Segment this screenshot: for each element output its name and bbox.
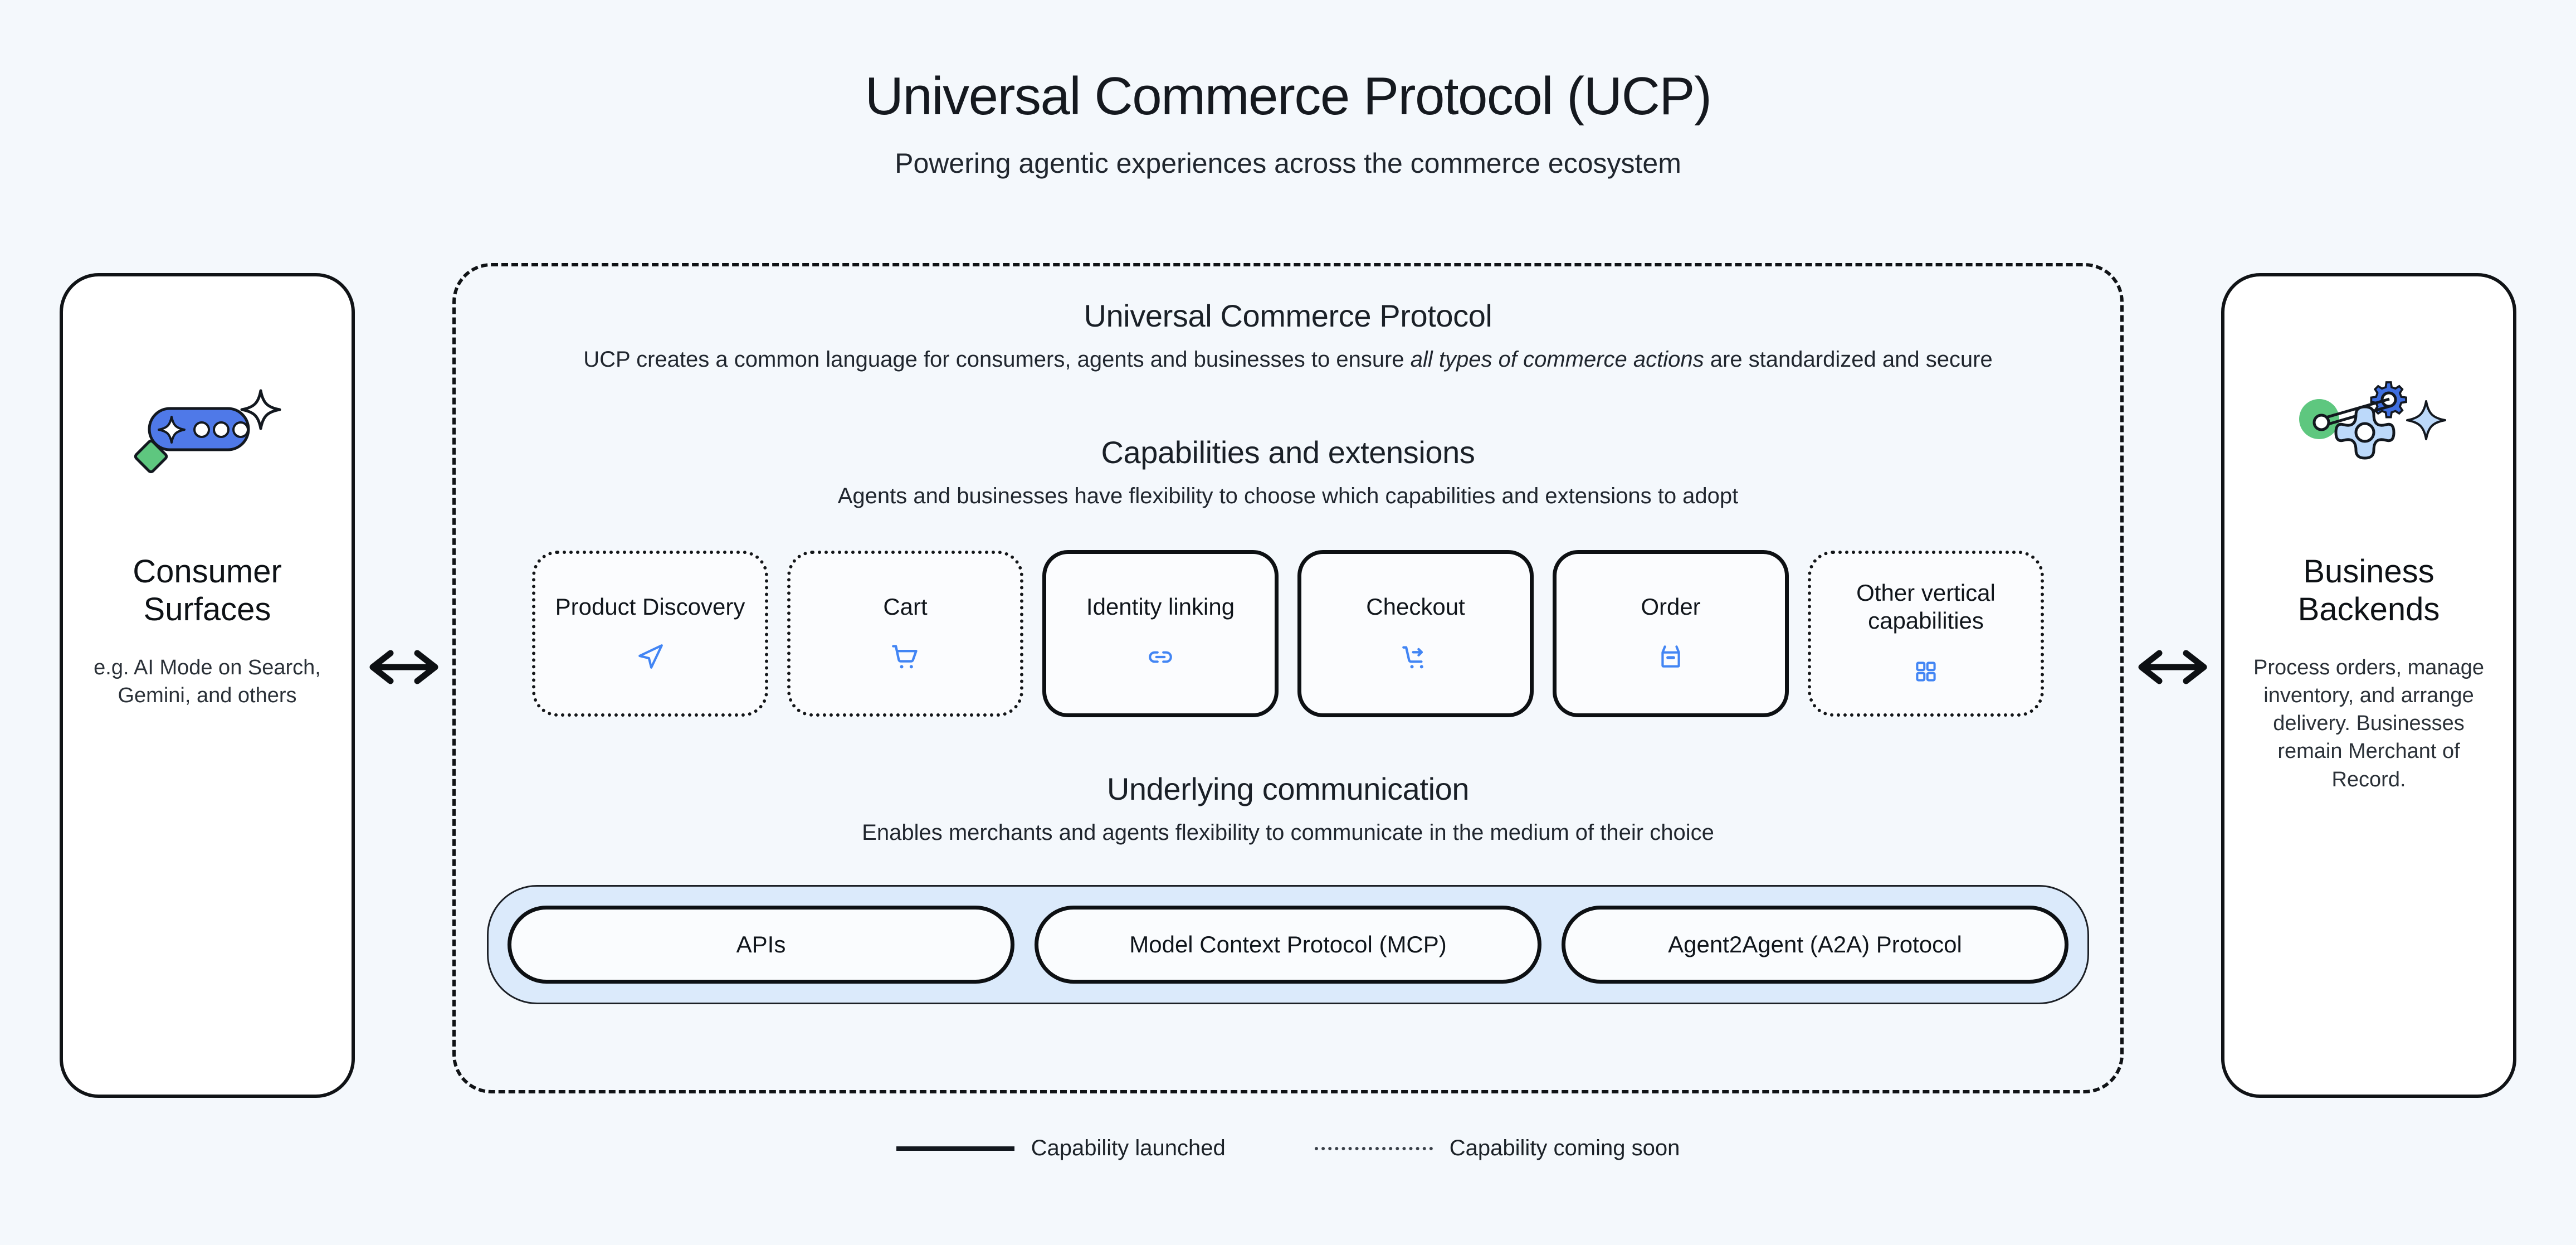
capability-label: Identity linking [1086, 593, 1235, 620]
grid-apps-icon [1914, 654, 1938, 689]
legend-label: Capability coming soon [1449, 1136, 1680, 1160]
ai-chat-sparkle-icon [124, 310, 291, 549]
consumer-surfaces-panel: Consumer Surfaces e.g. AI Mode on Search… [60, 273, 355, 1098]
capability-card-other-vertical[interactable]: Other vertical capabilities [1808, 551, 2044, 717]
protocol-description-part2: are standardized and secure [1704, 347, 1993, 372]
protocol-description-part1: UCP creates a common language for consum… [583, 347, 1411, 372]
page-header: Universal Commerce Protocol (UCP) Poweri… [0, 0, 2576, 179]
communication-pill-mcp[interactable]: Model Context Protocol (MCP) [1035, 905, 1541, 984]
capability-label: Other vertical capabilities [1856, 579, 1996, 634]
legend-item-launched: Capability launched [896, 1136, 1226, 1161]
right-arrow-connector [2124, 263, 2221, 687]
communication-title: Underlying communication [1106, 771, 1470, 807]
capability-card-identity-linking[interactable]: Identity linking [1042, 550, 1279, 718]
diagram-stage: Consumer Surfaces e.g. AI Mode on Search… [0, 263, 2576, 1098]
capabilities-title: Capabilities and extensions [1101, 434, 1475, 470]
shopping-cart-icon [891, 640, 920, 674]
capability-card-order[interactable]: Order [1553, 550, 1789, 718]
communication-description: Enables merchants and agents flexibility… [862, 820, 1714, 845]
double-arrow-icon [2138, 650, 2207, 684]
capability-card-cart[interactable]: Cart [787, 551, 1023, 717]
business-backends-panel: Business Backends Process orders, manage… [2221, 273, 2516, 1098]
navigation-arrow-icon [636, 640, 664, 674]
cart-checkout-icon [1401, 640, 1430, 674]
legend-item-coming-soon: Capability coming soon [1314, 1136, 1680, 1161]
universal-commerce-protocol-box: Universal Commerce Protocol UCP creates … [452, 263, 2124, 1093]
page-subtitle: Powering agentic experiences across the … [895, 148, 1681, 179]
capability-label: Cart [883, 593, 928, 620]
legend-dotted-line-icon [1314, 1146, 1433, 1150]
communication-pill-band: APIs Model Context Protocol (MCP) Agent2… [487, 884, 2089, 1004]
capability-label: Product Discovery [555, 593, 745, 620]
protocol-description-emphasis: all types of commerce actions [1410, 347, 1704, 372]
legend-solid-line-icon [896, 1146, 1014, 1151]
left-arrow-connector [355, 263, 452, 687]
legend-label: Capability launched [1031, 1136, 1226, 1160]
business-backends-title: Business Backends [2297, 553, 2440, 628]
package-box-icon [1657, 640, 1685, 674]
consumer-surfaces-description: e.g. AI Mode on Search, Gemini, and othe… [94, 655, 321, 708]
gears-backend-icon [2282, 310, 2455, 549]
consumer-surfaces-title: Consumer Surfaces [133, 553, 282, 628]
capability-card-checkout[interactable]: Checkout [1297, 550, 1534, 718]
protocol-description: UCP creates a common language for consum… [487, 345, 2089, 375]
link-icon [1146, 640, 1174, 674]
communication-pill-a2a[interactable]: Agent2Agent (A2A) Protocol [1562, 905, 2068, 984]
communication-pill-apis[interactable]: APIs [508, 905, 1014, 984]
protocol-title: Universal Commerce Protocol [1084, 298, 1492, 333]
business-backends-description: Process orders, manage inventory, and ar… [2253, 655, 2484, 791]
capability-label: Order [1641, 593, 1701, 620]
capability-card-row: Product Discovery Cart [487, 550, 2089, 718]
capability-card-product-discovery[interactable]: Product Discovery [532, 551, 768, 717]
page-title: Universal Commerce Protocol (UCP) [865, 66, 1712, 126]
legend: Capability launched Capability coming so… [0, 1136, 2576, 1161]
capability-label: Checkout [1366, 593, 1465, 620]
capabilities-description: Agents and businesses have flexibility t… [837, 483, 1739, 508]
double-arrow-icon [369, 650, 438, 684]
